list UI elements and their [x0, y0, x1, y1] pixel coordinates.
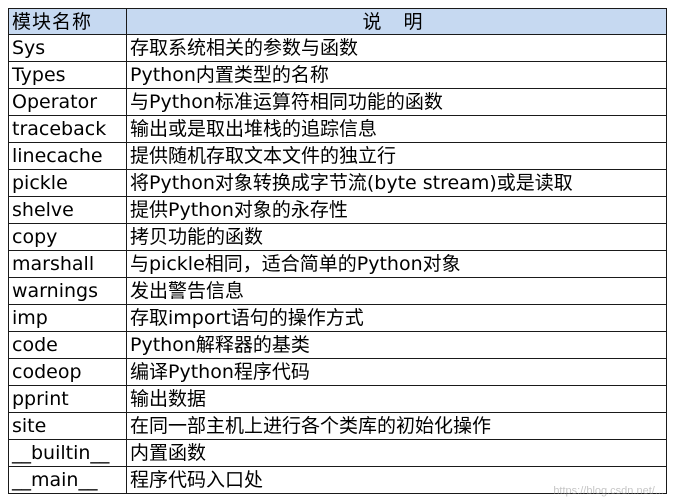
module-name-cell: __builtin__ — [8, 439, 127, 467]
module-name-cell: site — [8, 412, 127, 440]
module-table-container: 模块名称 说 明 Sys 存取系统相关的参数与函数 Types Python内置… — [8, 8, 667, 494]
module-desc-cell: 拷贝功能的函数 — [126, 223, 667, 251]
module-desc-cell: 输出数据 — [126, 385, 667, 413]
module-desc-cell: 输出或是取出堆栈的追踪信息 — [126, 115, 667, 143]
header-module-name: 模块名称 — [8, 8, 127, 35]
module-name-cell: warnings — [8, 277, 127, 305]
table-row: linecache 提供随机存取文本文件的独立行 — [8, 142, 667, 170]
module-name-cell: __main__ — [8, 466, 127, 494]
table-row: __main__ 程序代码入口处 — [8, 466, 667, 494]
module-name-cell: Types — [8, 61, 127, 89]
module-desc-cell: 与pickle相同，适合简单的Python对象 — [126, 250, 667, 278]
module-name-cell: code — [8, 331, 127, 359]
module-desc-cell: 提供Python对象的永存性 — [126, 196, 667, 224]
module-desc-cell: 提供随机存取文本文件的独立行 — [126, 142, 667, 170]
module-desc-cell: 发出警告信息 — [126, 277, 667, 305]
module-name-cell: pprint — [8, 385, 127, 413]
table-row: imp 存取import语句的操作方式 — [8, 304, 667, 332]
module-desc-cell: 内置函数 — [126, 439, 667, 467]
module-name-cell: Operator — [8, 88, 127, 116]
table-row: Sys 存取系统相关的参数与函数 — [8, 34, 667, 62]
table-row: traceback 输出或是取出堆栈的追踪信息 — [8, 115, 667, 143]
module-desc-cell: Python内置类型的名称 — [126, 61, 667, 89]
watermark: https://blog.csdn.net/... — [553, 485, 664, 497]
module-table: 模块名称 说 明 Sys 存取系统相关的参数与函数 Types Python内置… — [8, 8, 667, 494]
table-row: __builtin__ 内置函数 — [8, 439, 667, 467]
module-name-cell: codeop — [8, 358, 127, 386]
module-desc-cell: 将Python对象转换成字节流(byte stream)或是读取 — [126, 169, 667, 197]
module-name-cell: linecache — [8, 142, 127, 170]
module-desc-cell: 与Python标准运算符相同功能的函数 — [126, 88, 667, 116]
table-row: shelve 提供Python对象的永存性 — [8, 196, 667, 224]
module-name-cell: marshall — [8, 250, 127, 278]
module-desc-cell: 存取import语句的操作方式 — [126, 304, 667, 332]
module-name-cell: imp — [8, 304, 127, 332]
module-desc-cell: 存取系统相关的参数与函数 — [126, 34, 667, 62]
module-name-cell: shelve — [8, 196, 127, 224]
table-row: site 在同一部主机上进行各个类库的初始化操作 — [8, 412, 667, 440]
table-row: pickle 将Python对象转换成字节流(byte stream)或是读取 — [8, 169, 667, 197]
module-name-cell: pickle — [8, 169, 127, 197]
module-desc-cell: 在同一部主机上进行各个类库的初始化操作 — [126, 412, 667, 440]
module-desc-cell: Python解释器的基类 — [126, 331, 667, 359]
table-row: marshall 与pickle相同，适合简单的Python对象 — [8, 250, 667, 278]
module-name-cell: traceback — [8, 115, 127, 143]
module-desc-cell: 编译Python程序代码 — [126, 358, 667, 386]
table-header-row: 模块名称 说 明 — [8, 8, 667, 35]
table-row: code Python解释器的基类 — [8, 331, 667, 359]
table-row: codeop 编译Python程序代码 — [8, 358, 667, 386]
module-desc-cell: 程序代码入口处 — [126, 466, 667, 494]
header-description: 说 明 — [126, 8, 667, 35]
table-row: Operator 与Python标准运算符相同功能的函数 — [8, 88, 667, 116]
module-name-cell: copy — [8, 223, 127, 251]
module-name-cell: Sys — [8, 34, 127, 62]
table-row: Types Python内置类型的名称 — [8, 61, 667, 89]
table-row: copy 拷贝功能的函数 — [8, 223, 667, 251]
table-row: warnings 发出警告信息 — [8, 277, 667, 305]
table-row: pprint 输出数据 — [8, 385, 667, 413]
